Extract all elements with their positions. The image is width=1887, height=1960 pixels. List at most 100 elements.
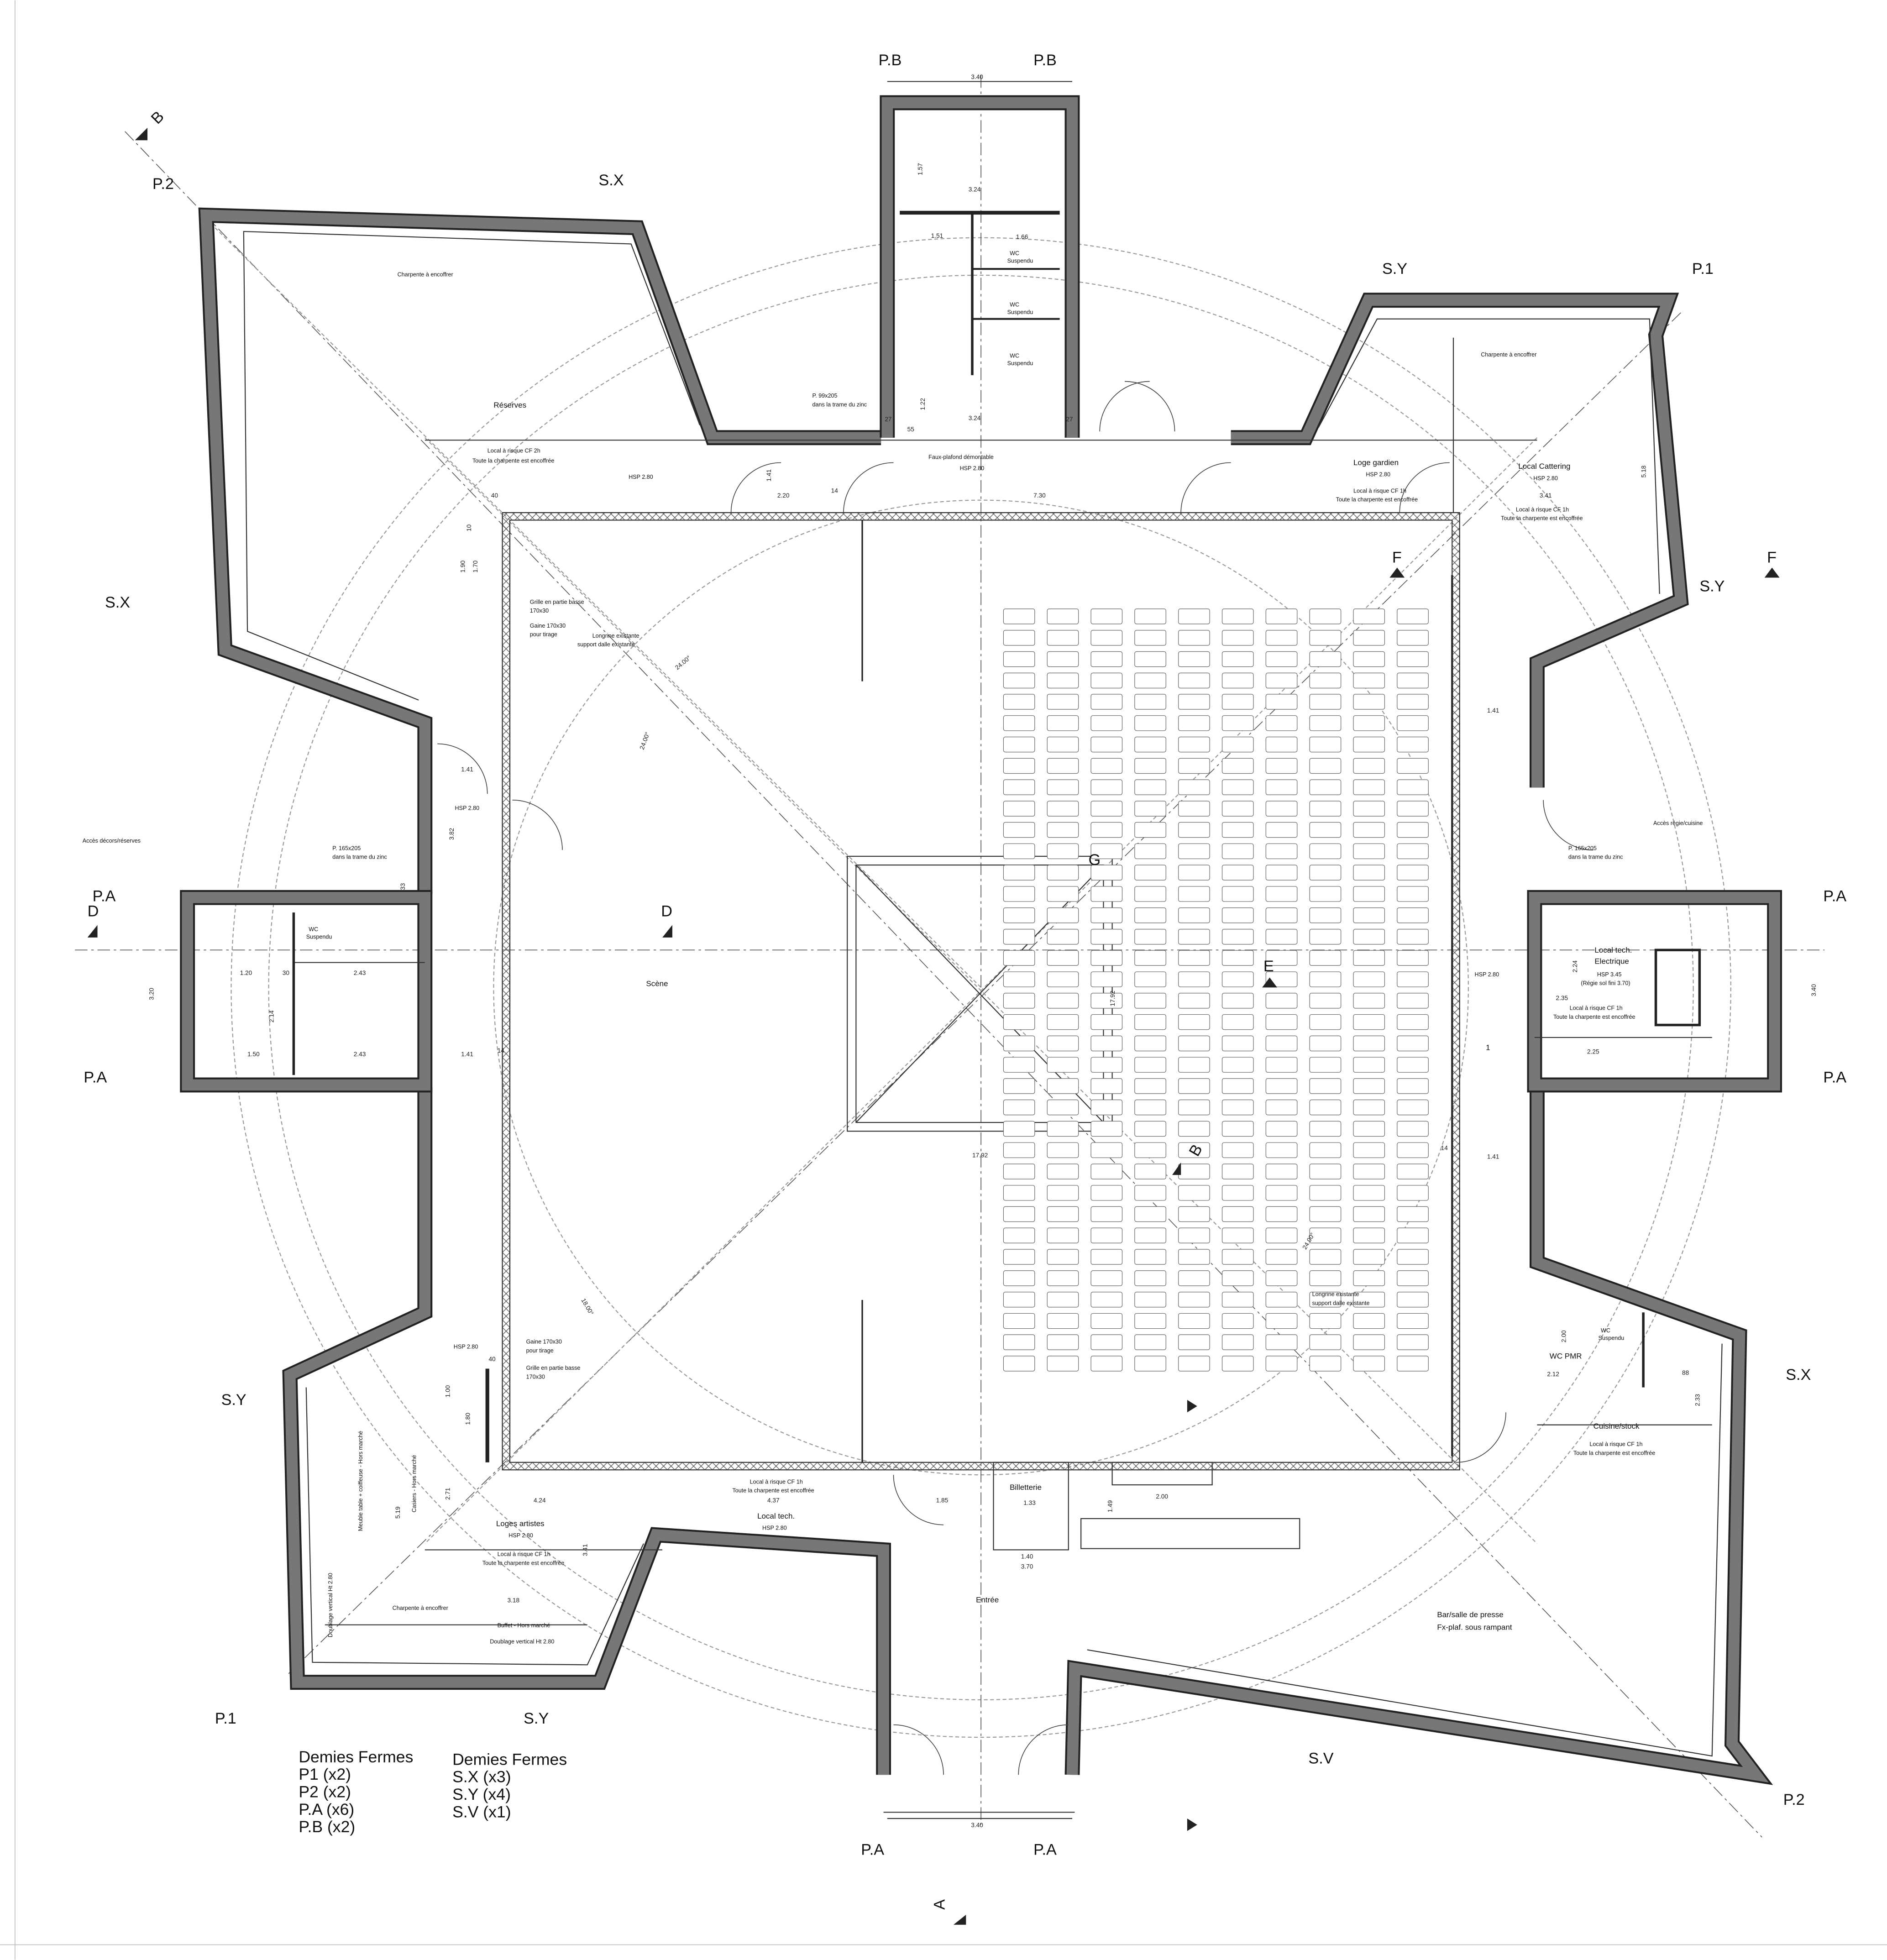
seat [1090, 1014, 1123, 1030]
seat [1134, 1356, 1166, 1372]
dimension: 1.40 [1021, 1553, 1033, 1560]
seat [1047, 822, 1079, 838]
section-arrow-icon [1262, 977, 1277, 988]
axis-label: S.V [1308, 1750, 1333, 1767]
dimension: 33 [399, 883, 406, 890]
seat [1353, 1014, 1385, 1030]
dimension: 3.24 [969, 186, 981, 193]
seat [1178, 928, 1210, 945]
seat [1134, 651, 1166, 667]
seat [1353, 1121, 1385, 1137]
seat [1003, 1227, 1035, 1243]
seat [1134, 630, 1166, 646]
seat [1353, 907, 1385, 923]
seat [1309, 1057, 1342, 1073]
seat [1397, 928, 1429, 945]
seat [1353, 928, 1385, 945]
seat [1221, 630, 1254, 646]
seat [1397, 1313, 1429, 1329]
seat [1047, 1206, 1079, 1222]
seat [1003, 1334, 1035, 1350]
seat [1309, 630, 1342, 646]
dimension: 10 [466, 524, 472, 532]
equipment-note: Grille en partie basse [530, 599, 584, 605]
legend-title: Demies Fermes [452, 1750, 567, 1768]
seat [1047, 651, 1079, 667]
section-arrow-icon [1187, 1399, 1197, 1413]
section-arrow-icon [953, 1914, 966, 1925]
seat [1397, 1078, 1429, 1094]
dimension: 4.37 [767, 1497, 780, 1504]
dimension: 2.20 [777, 492, 790, 499]
seat [1309, 822, 1342, 838]
seat [1134, 1163, 1166, 1179]
seat [1221, 736, 1254, 753]
equipment-note: Grille en partie basse [526, 1365, 581, 1371]
dimension: 1.66 [1016, 234, 1028, 241]
seat [1047, 907, 1079, 923]
seat [1090, 1270, 1123, 1286]
seat [1090, 1185, 1123, 1201]
seat [1397, 736, 1429, 753]
seat [1397, 1227, 1429, 1243]
dimension: 1.33 [1023, 1499, 1036, 1506]
seat [1221, 843, 1254, 859]
seat [1265, 1014, 1298, 1030]
truss-legend: Demies Fermes P1 (x2) P2 (x2) P.A (x6) P… [299, 1748, 567, 1836]
seat [1265, 1121, 1298, 1137]
axis-label: S.X [105, 594, 130, 611]
seat [1309, 950, 1342, 966]
seat [1221, 907, 1254, 923]
structure-note: Charpente à encoffrer [1481, 351, 1536, 358]
seat [1047, 1356, 1079, 1372]
seat [1134, 758, 1166, 774]
room-height: HSP 2.80 [1366, 472, 1390, 478]
seat [1090, 758, 1123, 774]
room-note: Toute la charpente est encoffrée [472, 458, 554, 464]
dimension: 14 [1441, 1144, 1448, 1151]
seat [1265, 1099, 1298, 1116]
seat [1134, 865, 1166, 880]
legend-item: S.Y (x4) [452, 1785, 511, 1803]
seat [1003, 1142, 1035, 1158]
axis-label: P.1 [1692, 260, 1714, 278]
section-markers: B F F D D G E B A 1 [87, 108, 1780, 1925]
door-note: P. 165x205 [1568, 845, 1597, 851]
seat [1397, 843, 1429, 859]
seat [1221, 651, 1254, 667]
seat [1047, 971, 1079, 987]
door-note: dans la trame du zinc [1568, 854, 1623, 860]
structure-note: Doublage vertical Ht 2.80 [490, 1639, 554, 1645]
legend-item: S.X (x3) [452, 1768, 511, 1786]
dimension: 5.18 [1641, 465, 1647, 477]
dimension: 14 [498, 1047, 505, 1054]
axis-label: S.X [1786, 1366, 1811, 1384]
seat [1265, 993, 1298, 1009]
seat [1090, 715, 1123, 731]
seat [1178, 843, 1210, 859]
seat [1047, 1014, 1079, 1030]
seat [1178, 801, 1210, 817]
axis-label: P.A [1823, 888, 1846, 905]
seat [1090, 1291, 1123, 1308]
seat [1309, 1142, 1342, 1158]
seat [1221, 1249, 1254, 1265]
seat [1353, 672, 1385, 689]
seat [1047, 1249, 1079, 1265]
seat [1353, 822, 1385, 838]
seat [1309, 651, 1342, 667]
dimension: 2.43 [354, 1051, 366, 1058]
axis-labels: P.B P.B P.2 S.X S.Y P.1 S.X S.Y P.A P.A … [84, 52, 1846, 1858]
seat [1134, 1291, 1166, 1308]
room-note: Faux-plafond démontable [928, 454, 994, 460]
seat [1134, 822, 1166, 838]
seat [1090, 1249, 1123, 1265]
seat [1090, 1035, 1123, 1052]
seat [1221, 886, 1254, 902]
seat [1309, 971, 1342, 987]
seat [1397, 1121, 1429, 1137]
dimension: 2.12 [1547, 1371, 1559, 1378]
dimension: 1.41 [461, 1051, 473, 1058]
dimension: 5.19 [394, 1506, 401, 1519]
seat [1221, 950, 1254, 966]
